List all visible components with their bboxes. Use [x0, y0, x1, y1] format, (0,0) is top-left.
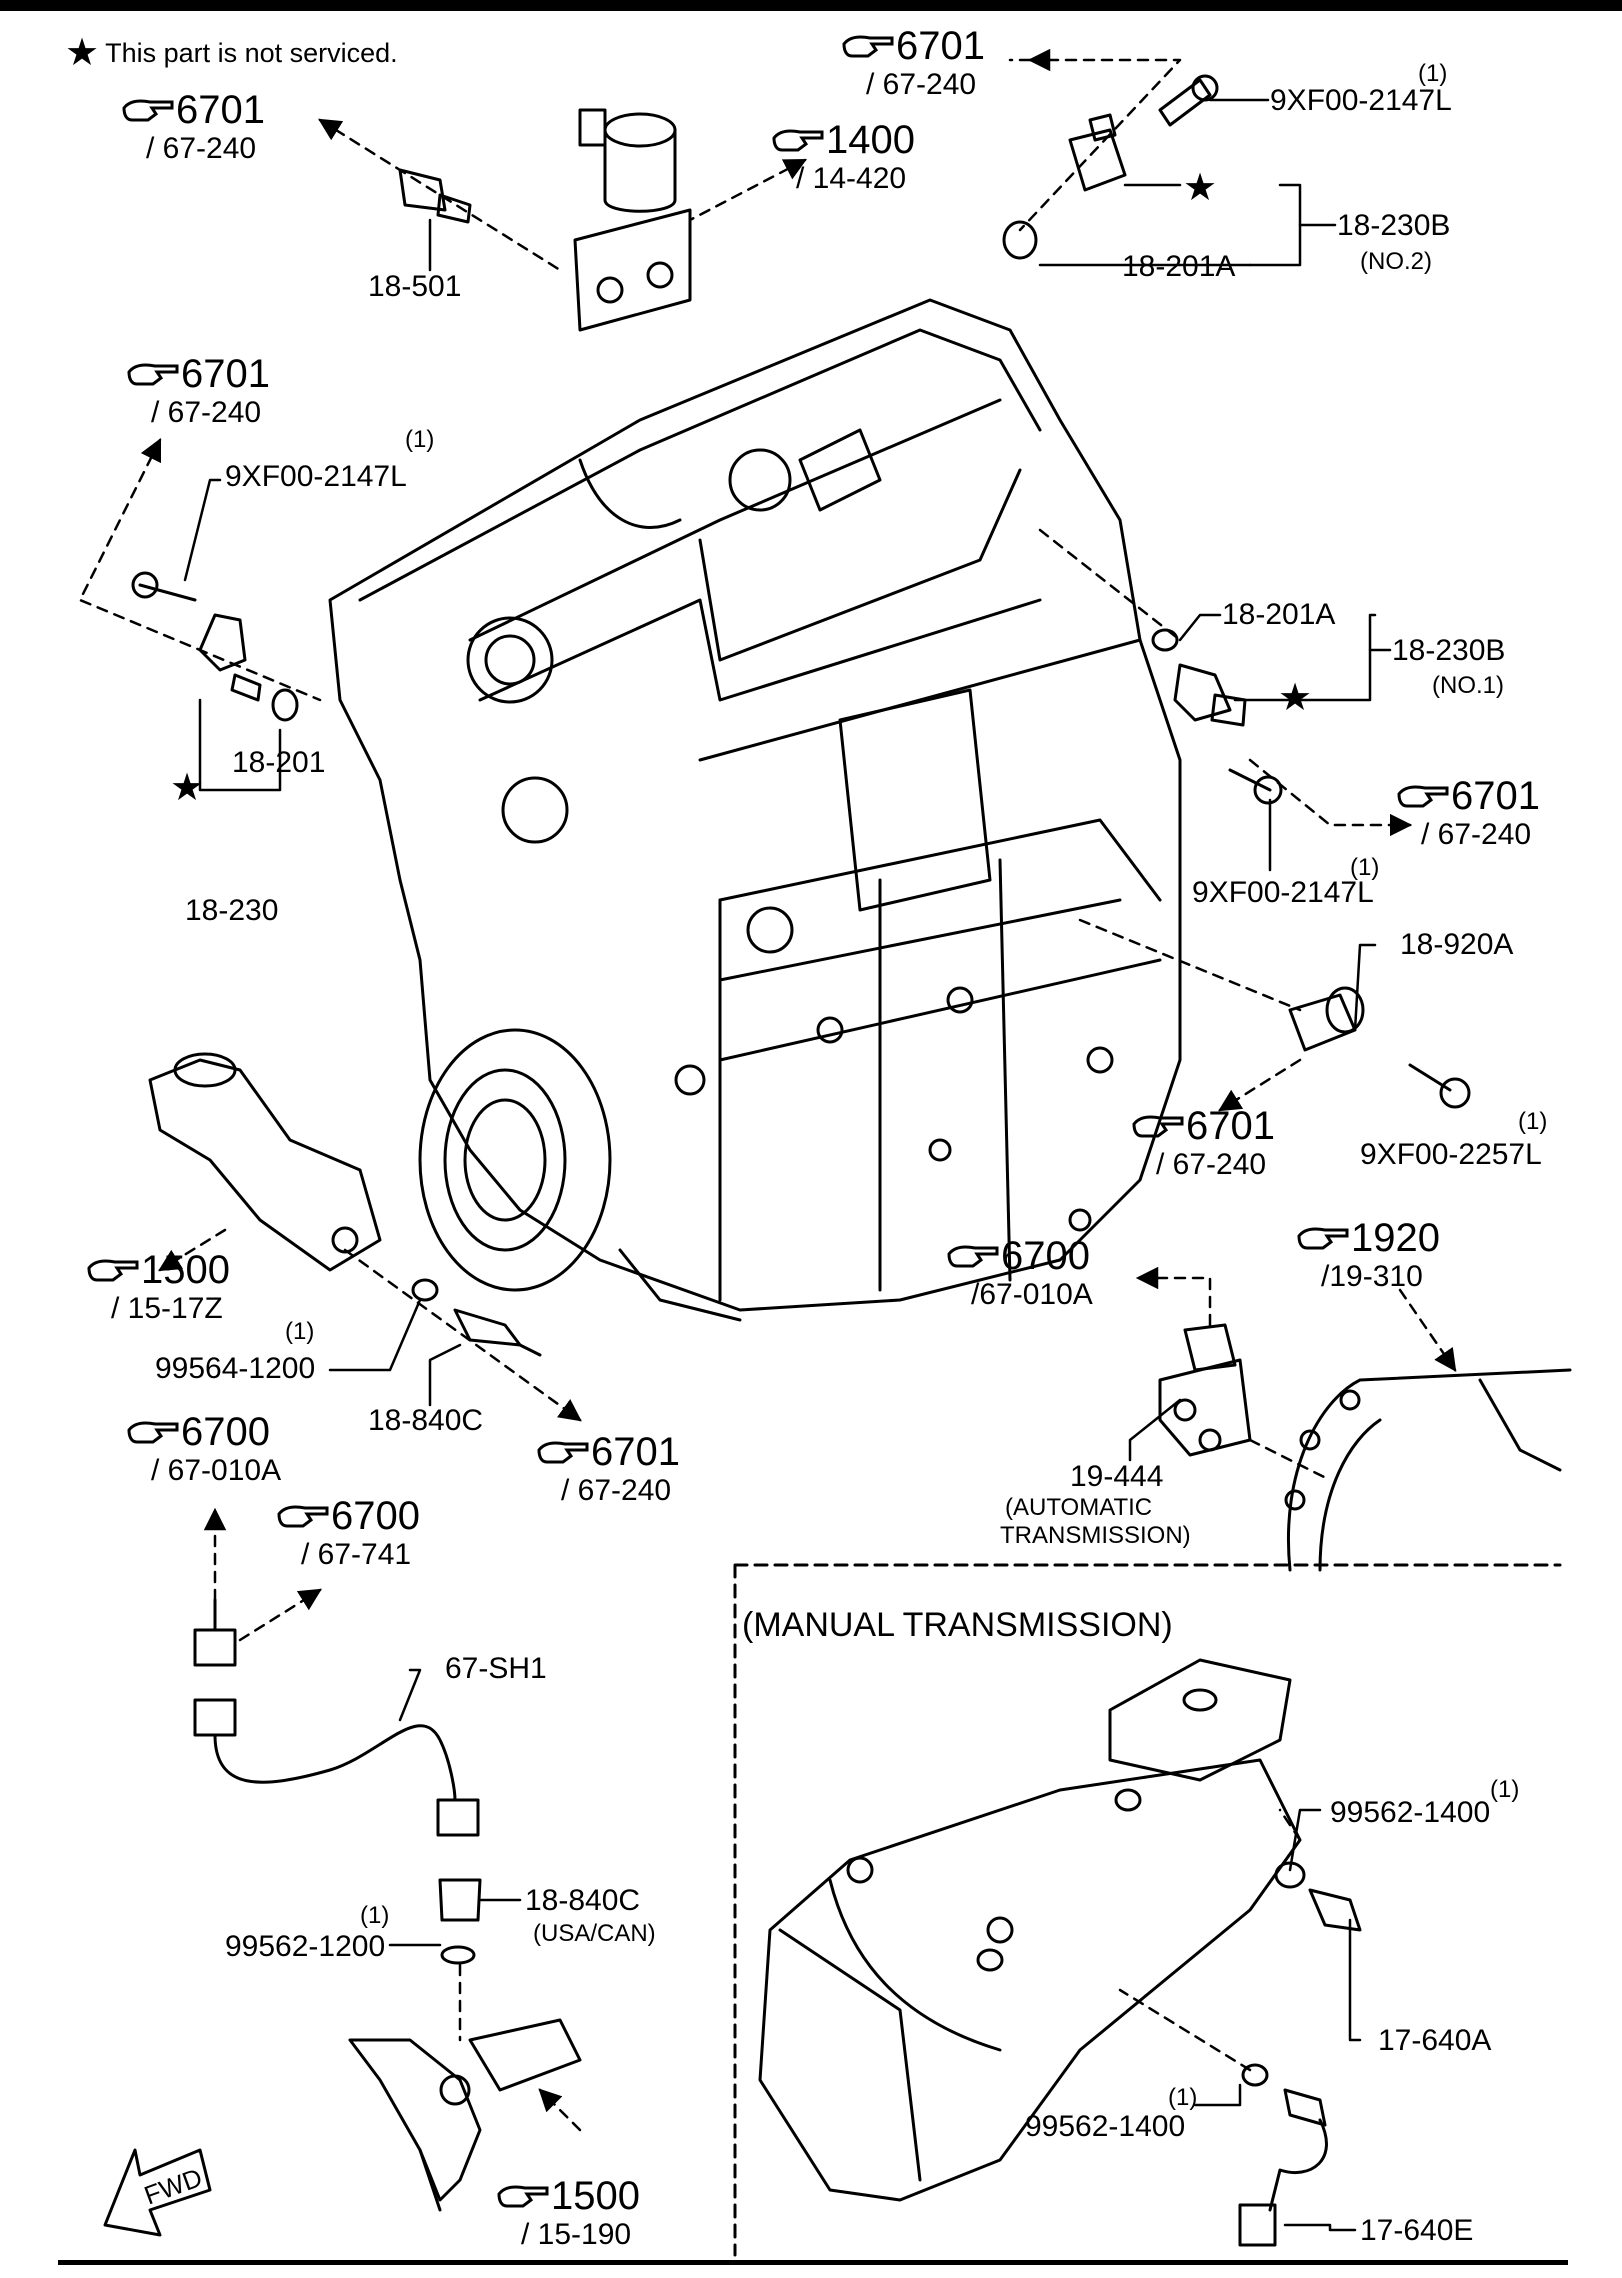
pointing-hand-icon — [497, 2185, 549, 2208]
oil-pressure-switch-illustration — [398, 168, 472, 224]
qty-label: (1) — [405, 426, 435, 453]
pointing-hand-icon — [87, 1259, 139, 1282]
part-9xf00-2147l-left[interactable]: 9XF00-2147L — [225, 460, 407, 493]
cam-position-sensor-illustration — [131, 571, 299, 722]
coolant-temp-sensor-harness-illustration — [193, 1598, 582, 2212]
qty-label: (1) — [1168, 2084, 1198, 2111]
part-18-230[interactable]: 18-230 — [185, 894, 279, 927]
part-99562-1200[interactable]: 99562-1200 — [225, 1930, 386, 1963]
qty-label: (1) — [360, 1902, 390, 1929]
part-17-640e[interactable]: 17-640E — [1360, 2214, 1474, 2247]
qty-label: (1) — [1518, 1108, 1548, 1135]
part-18-230b-no1[interactable]: 18-230B — [1392, 634, 1506, 667]
pointing-hand-icon — [277, 1505, 329, 1528]
automatic-note: (AUTOMATIC — [1005, 1494, 1153, 1521]
part-18-201[interactable]: 18-201 — [232, 746, 326, 779]
pointing-hand-icon — [1397, 785, 1449, 808]
star-icon: ★ — [170, 765, 204, 809]
pointing-hand-icon — [1132, 1115, 1184, 1138]
pointing-hand-icon — [772, 129, 824, 152]
ref-6700-at[interactable]: 6700/67-010A — [945, 1236, 1093, 1310]
ref-1400[interactable]: 1400/ 14-420 — [770, 120, 915, 194]
manual-transmission-illustration — [758, 1658, 1362, 2247]
part-18-230b-no2[interactable]: 18-230B — [1337, 209, 1451, 242]
part-9xf00-2147l-right[interactable]: 9XF00-2147L — [1192, 876, 1374, 909]
part-67-sh1[interactable]: 67-SH1 — [445, 1652, 547, 1685]
part-17-640a[interactable]: 17-640A — [1378, 2024, 1492, 2057]
ref-1920[interactable]: 1920/19-310 — [1295, 1218, 1440, 1292]
qty-label: (1) — [1350, 854, 1380, 881]
transmission-note: TRANSMISSION) — [1000, 1522, 1191, 1549]
bottom-border — [58, 2260, 1568, 2265]
part-18-840c-usacan[interactable]: 18-840C — [525, 1884, 641, 1917]
part-19-444[interactable]: 19-444 — [1070, 1460, 1164, 1493]
ref-6701-ect[interactable]: 6701/ 67-240 — [535, 1432, 680, 1506]
ref-6701-right[interactable]: 6701/ 67-240 — [1395, 776, 1540, 850]
star-icon: ★ — [1278, 675, 1312, 719]
cam-position-sensor-no2-illustration — [1002, 74, 1219, 260]
ref-6700-left[interactable]: 6700/ 67-010A — [125, 1412, 281, 1486]
fwd-arrow-icon — [103, 2148, 212, 2237]
thermostat-housing-illustration — [148, 1052, 542, 1357]
qty-label: (1) — [1418, 60, 1448, 87]
pointing-hand-icon — [842, 35, 894, 58]
qty-label: (1) — [1490, 1776, 1520, 1803]
manual-transmission-title: (MANUAL TRANSMISSION) — [742, 1606, 1173, 1644]
usacan-note: (USA/CAN) — [533, 1920, 656, 1947]
pointing-hand-icon — [947, 1245, 999, 1268]
knock-sensor-illustration — [1288, 986, 1471, 1109]
part-9xf00-2147l-top[interactable]: 9XF00-2147L — [1270, 84, 1452, 117]
star-icon: ★ — [65, 32, 100, 74]
part-99562-1400-upper[interactable]: 99562-1400 — [1330, 1796, 1491, 1829]
ref-1500-bottom[interactable]: 1500/ 15-190 — [495, 2176, 640, 2250]
part-no1-note: (NO.1) — [1432, 672, 1504, 699]
part-no2-note: (NO.2) — [1360, 248, 1432, 275]
cam-position-sensor-no1-illustration — [1151, 628, 1283, 805]
ref-6700-741[interactable]: 6700/ 67-741 — [275, 1496, 420, 1570]
automatic-transmission-illustration — [1284, 1368, 1572, 1572]
star-icon: ★ — [1183, 165, 1217, 209]
transmission-range-sensor-illustration — [1158, 1323, 1252, 1457]
legend-text: This part is not serviced. — [105, 37, 398, 68]
part-18-920a[interactable]: 18-920A — [1400, 928, 1514, 961]
top-border — [0, 0, 1622, 11]
ref-6701-upper-left[interactable]: 6701/ 67-240 — [120, 90, 265, 164]
pointing-hand-icon — [127, 1421, 179, 1444]
engine-block-illustration — [328, 298, 1182, 1322]
pointing-hand-icon — [127, 363, 179, 386]
legend: ★ This part is not serviced. — [65, 34, 398, 72]
pointing-hand-icon — [122, 99, 174, 122]
part-99562-1400-lower[interactable]: 99562-1400 — [1025, 2110, 1186, 2143]
ref-6701-knock[interactable]: 6701/ 67-240 — [1130, 1106, 1275, 1180]
part-18-840c[interactable]: 18-840C — [368, 1404, 484, 1437]
part-99564-1200[interactable]: 99564-1200 — [155, 1352, 316, 1385]
part-18-501[interactable]: 18-501 — [368, 270, 462, 303]
pointing-hand-icon — [537, 1441, 589, 1464]
ref-1500-top[interactable]: 1500/ 15-17Z — [85, 1250, 230, 1324]
pointing-hand-icon — [1297, 1227, 1349, 1250]
ref-6701-top[interactable]: 6701/ 67-240 — [840, 26, 985, 100]
oil-control-valve-illustration — [573, 108, 692, 332]
part-18-201a-top[interactable]: 18-201A — [1122, 250, 1236, 283]
part-18-201a-right[interactable]: 18-201A — [1222, 598, 1336, 631]
ref-6701-left[interactable]: 6701/ 67-240 — [125, 354, 270, 428]
qty-label: (1) — [285, 1318, 315, 1345]
part-9xf00-2257l[interactable]: 9XF00-2257L — [1360, 1138, 1542, 1171]
